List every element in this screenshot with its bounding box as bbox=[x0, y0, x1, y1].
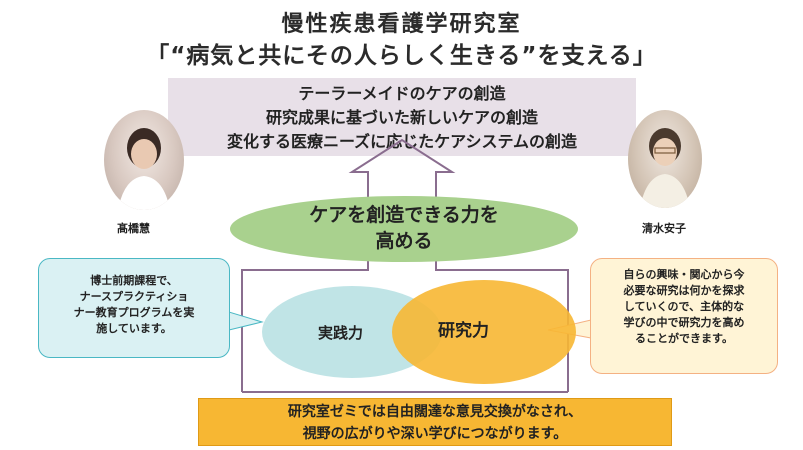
bubble-line: 博士前期課程で、 bbox=[90, 274, 178, 287]
speech-bubble-left: 博士前期課程で、 ナースプラクティショ ナー教育プログラムを実 施しています。 bbox=[38, 258, 230, 358]
goal-oval-text: ケアを創造できる力を 高める bbox=[230, 202, 578, 254]
goal-item: 研究成果に基づいた新しいケアの創造 bbox=[265, 108, 538, 127]
footer-line: 視野の広がりや深い学びにつながります。 bbox=[302, 426, 568, 442]
goal-oval-line: ケアを創造できる力を bbox=[309, 204, 499, 226]
goal-item: 変化する医療ニーズに応じたケアシステムの創造 bbox=[226, 132, 578, 151]
person-name-right: 清水安子 bbox=[642, 222, 686, 235]
bubble-line: ナー教育プログラムを実 bbox=[73, 306, 195, 319]
bubble-line: していくので、主体的な bbox=[623, 300, 745, 313]
footer-line: 研究室ゼミでは自由闊達な意見交換がなされ、 bbox=[287, 404, 583, 420]
goals-box: テーラーメイドのケアの創造 研究成果に基づいた新しいケアの創造 変化する医療ニー… bbox=[168, 78, 636, 156]
person-photo-icon bbox=[640, 128, 690, 208]
bubble-line: ナースプラクティショ bbox=[79, 290, 189, 303]
goal-oval-line: 高める bbox=[375, 230, 433, 252]
bubble-line: 施しています。 bbox=[96, 322, 172, 335]
person-name-left: 髙橋慧 bbox=[117, 222, 150, 235]
avatar-right bbox=[628, 110, 702, 208]
goal-item: テーラーメイドのケアの創造 bbox=[298, 84, 506, 103]
goal-oval bbox=[230, 196, 578, 262]
footer-box: 研究室ゼミでは自由闊達な意見交換がなされ、 視野の広がりや深い学びにつながります… bbox=[198, 398, 672, 446]
avatar-left bbox=[104, 110, 184, 210]
bubble-line: ることができます。 bbox=[635, 332, 733, 345]
bubble-line: 必要な研究は何かを探求 bbox=[623, 284, 745, 297]
bubble-line: 学びの中で研究力を高め bbox=[623, 316, 745, 329]
person-photo-icon bbox=[118, 128, 170, 210]
practice-label: 実践力 bbox=[318, 324, 364, 342]
research-circle bbox=[392, 280, 576, 384]
research-label: 研究力 bbox=[438, 321, 489, 341]
lab-title: 慢性疾患看護学研究室 bbox=[281, 12, 522, 37]
bubble-line: 自らの興味・関心から今 bbox=[623, 268, 745, 281]
speech-bubble-right: 自らの興味・関心から今 必要な研究は何かを探求 していくので、主体的な 学びの中… bbox=[590, 258, 778, 374]
lab-slogan: 「“病気と共にその人らしく生きる”を支える」 bbox=[146, 43, 657, 69]
